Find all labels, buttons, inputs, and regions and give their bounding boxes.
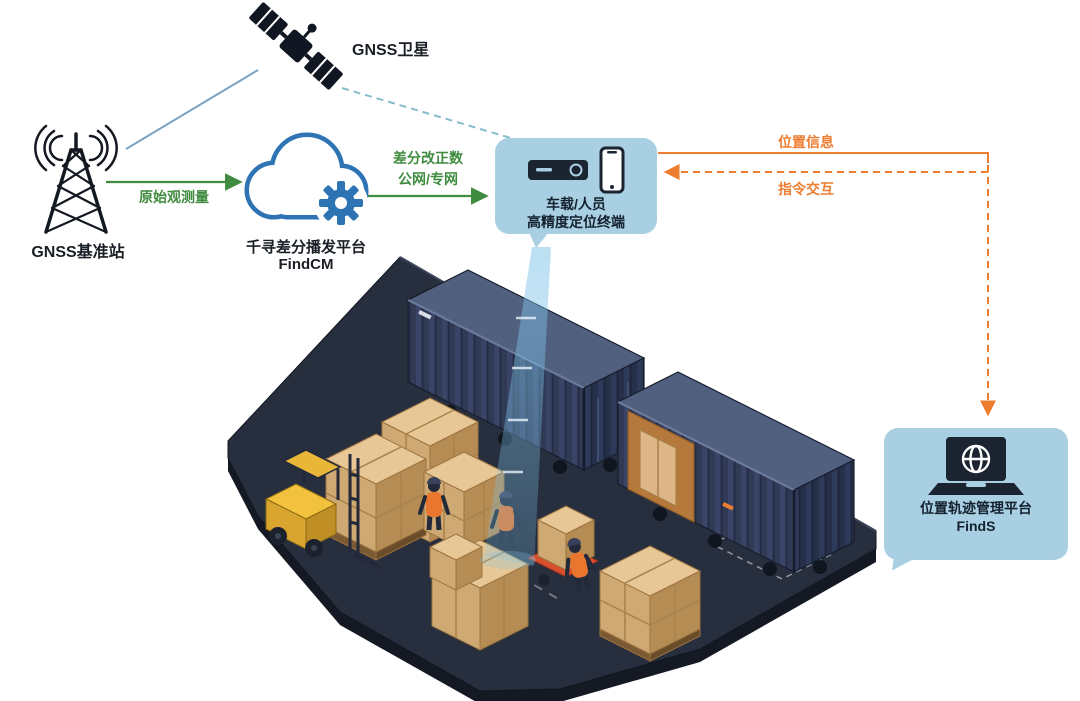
terminal-label-1: 车载/人员	[546, 196, 606, 212]
satellite-label: GNSS卫星	[352, 42, 430, 59]
warehouse-scene	[227, 256, 877, 701]
signal-waves-icon	[34, 124, 118, 172]
cloud-subtitle: FindCM	[278, 256, 334, 273]
gnss-satellite-icon	[249, 2, 343, 90]
box-stack-right	[598, 545, 702, 662]
terminal-label-2: 高精度定位终端	[527, 214, 625, 231]
platform-node: 位置轨迹管理平台 FindS	[884, 428, 1068, 576]
position-info-label: 位置信息	[778, 134, 834, 150]
command-label: 指令交互	[778, 181, 834, 197]
platform-label-1: 位置轨迹管理平台	[920, 500, 1032, 516]
raw-observation-label: 原始观测量	[139, 189, 209, 205]
differential-label-1: 差分改正数	[393, 150, 463, 166]
box-stack-small	[422, 451, 506, 551]
box-stack-left	[324, 433, 428, 561]
terminal-bubble-tail	[529, 232, 549, 248]
differential-label-2: 公网/专网	[398, 171, 458, 187]
link-satellite-terminal	[341, 87, 515, 140]
positioning-beam	[480, 247, 551, 569]
radio-tower-icon	[34, 124, 118, 234]
edge-position-info	[658, 152, 989, 163]
base-station-label: GNSS基准站	[31, 244, 125, 261]
platform-floor	[227, 256, 877, 692]
laptop-globe-icon	[928, 437, 1024, 495]
container-2	[616, 371, 856, 576]
link-satellite-basestation	[125, 69, 259, 150]
terminal-icons	[527, 145, 625, 195]
gear-icon	[319, 181, 363, 225]
cloud-title: 千寻差分播发平台	[245, 239, 367, 256]
dvr-icon	[528, 160, 588, 180]
smartphone-icon	[599, 146, 625, 194]
cloud-gear-icon	[244, 132, 369, 230]
box-stack-center	[428, 533, 530, 651]
forklift	[264, 449, 381, 569]
terminal-node: 车载/人员 高精度定位终端	[495, 138, 657, 248]
platform-label-2: FindS	[956, 518, 996, 535]
